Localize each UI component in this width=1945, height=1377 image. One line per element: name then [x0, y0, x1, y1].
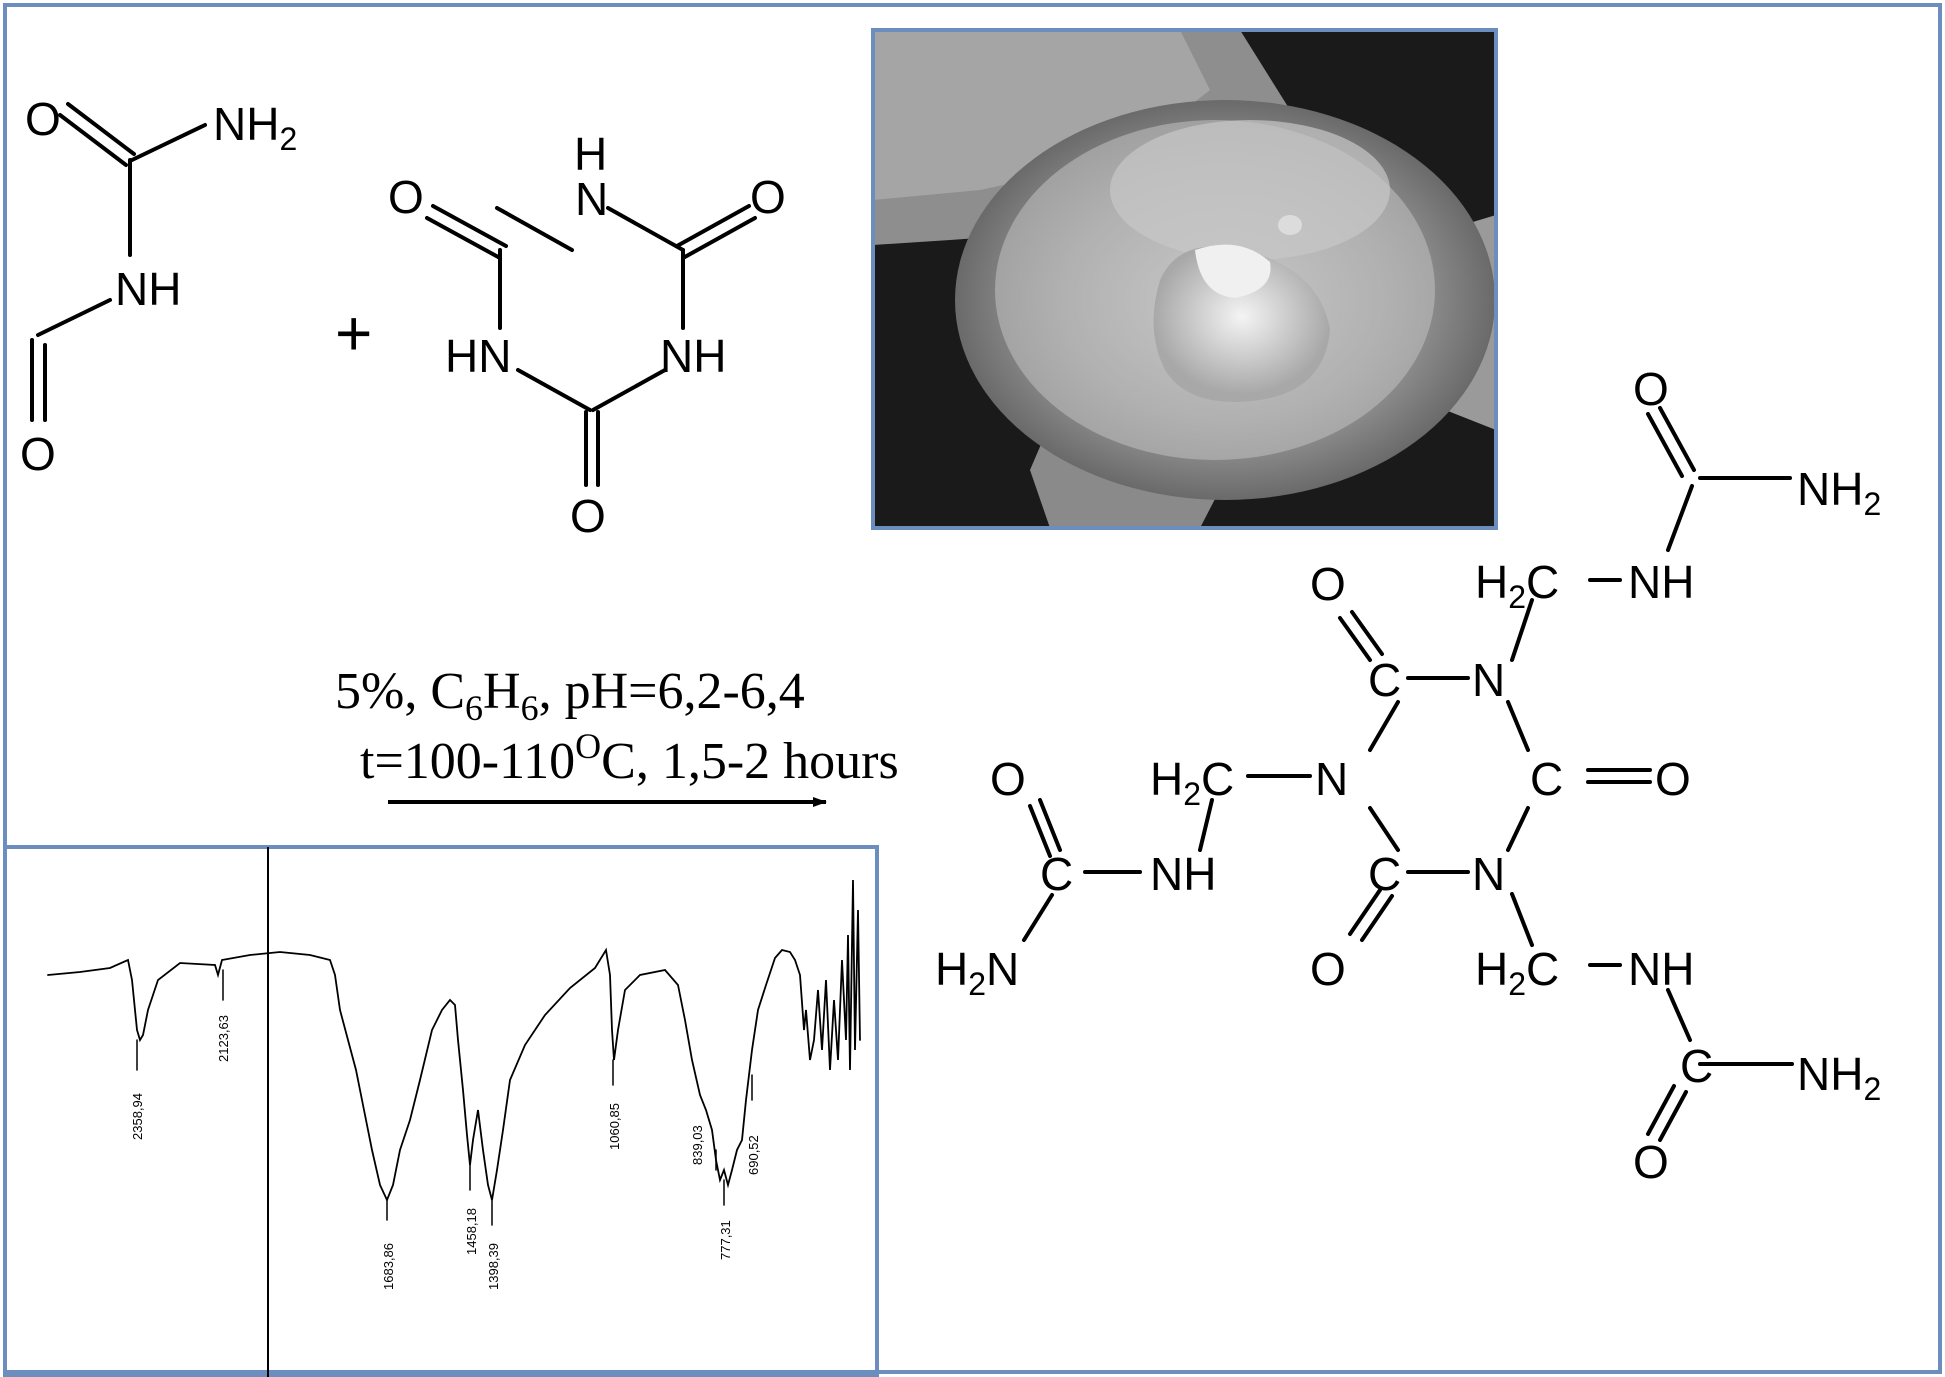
r2-hn-left: HN: [445, 330, 511, 382]
ir-trace: [47, 879, 861, 1203]
peak-label: 1458,18: [464, 1208, 479, 1255]
r1-oxygen-top: O: [25, 93, 61, 145]
sem-frame: [871, 28, 1498, 530]
ir-frame: [3, 845, 879, 1377]
product-structure: O NH2 H2C NH O C N H2C N C O O C NH C N …: [935, 363, 1881, 1188]
reactant-1-formylurea: O NH2 NH O: [20, 93, 297, 480]
p-h2c-bottom: H2C: [1475, 943, 1559, 1002]
r2-nh-right: NH: [660, 330, 726, 382]
r2-oxygen-left: O: [388, 171, 424, 223]
p-nitrogen-ring-left: N: [1315, 753, 1348, 805]
reaction-conditions: 5%, C6H6, pH=6,2-6,4 t=100-110OC, 1,5-2 …: [335, 663, 899, 807]
p-oxygen-left: O: [990, 753, 1026, 805]
p-oxygen-ring-bottom: O: [1310, 943, 1346, 995]
conditions-line-2: t=100-110OC, 1,5-2 hours: [360, 726, 899, 790]
conditions-line-1: 5%, C6H6, pH=6,2-6,4: [335, 663, 805, 728]
r2-oxygen-right: O: [750, 171, 786, 223]
p-oxygen-ring-right: O: [1655, 753, 1691, 805]
peak-label: 839,03: [690, 1125, 705, 1165]
r1-oxygen-bottom: O: [20, 428, 56, 480]
p-oxygen-bottom: O: [1633, 1136, 1669, 1188]
ir-spectrum: 2358,94 2123,63 1683,86 1458,18 1398,39 …: [3, 845, 879, 1377]
p-nitrogen-ring-bottom: N: [1472, 848, 1505, 900]
r2-nitrogen-top: N: [575, 173, 608, 225]
p-nh-bottom: NH: [1628, 943, 1694, 995]
peak-label: 1398,39: [486, 1243, 501, 1290]
peak-label: 1683,86: [381, 1243, 396, 1290]
p-oxygen-top: O: [1633, 363, 1669, 415]
p-oxygen-ring-top: O: [1310, 558, 1346, 610]
p-nitrogen-ring-top: N: [1472, 654, 1505, 706]
plus-sign: +: [335, 297, 372, 369]
p-carbon-left: C: [1040, 848, 1073, 900]
r2-hydrogen: H: [574, 128, 607, 180]
outer-frame: [3, 3, 1942, 1374]
r1-nh2: NH2: [213, 98, 297, 157]
peak-label: 777,31: [718, 1220, 733, 1260]
p-nh2-bottom: NH2: [1797, 1048, 1881, 1107]
p-h2n-left: H2N: [935, 943, 1019, 1002]
p-nh-top: NH: [1628, 556, 1694, 608]
peak-label: 690,52: [746, 1135, 761, 1175]
sem-micrograph: [871, 28, 1498, 530]
peak-label: 1060,85: [607, 1103, 622, 1150]
reactant-2-cyanuric-acid: H N O O HN NH O: [388, 128, 786, 542]
p-h2c-middle: H2C: [1150, 753, 1234, 812]
p-carbon-ring-right: C: [1530, 753, 1563, 805]
peak-label: 2123,63: [216, 1015, 231, 1062]
r1-nh: NH: [115, 263, 181, 315]
p-nh2-top: NH2: [1797, 463, 1881, 522]
peak-label: 2358,94: [130, 1093, 145, 1140]
p-carbon-ring-bottom: C: [1368, 848, 1401, 900]
p-carbon-bottom: C: [1680, 1040, 1713, 1092]
p-carbon-ring-top: C: [1368, 654, 1401, 706]
p-nh-left: NH: [1150, 848, 1216, 900]
p-h2c-top: H2C: [1475, 556, 1559, 615]
r2-oxygen-bottom: O: [570, 490, 606, 542]
